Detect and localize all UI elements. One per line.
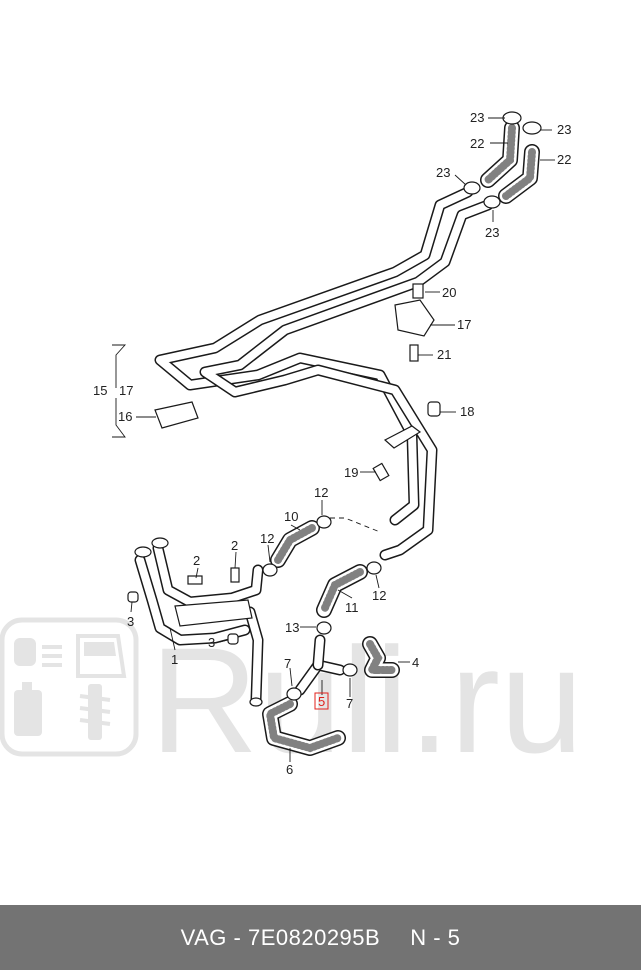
callout-22: 22	[470, 136, 484, 151]
callout-3: 3	[127, 614, 134, 629]
callout-18: 18	[460, 404, 474, 419]
car-door-icon	[76, 634, 127, 678]
callout-23: 23	[470, 110, 484, 125]
callout-22: 22	[557, 152, 571, 167]
callout-11: 11	[345, 600, 359, 615]
callout-23: 23	[485, 225, 499, 240]
callout-2: 2	[231, 538, 238, 553]
callout-15: 15	[93, 383, 107, 398]
callout-3: 3	[208, 635, 215, 650]
heater-pipe-assembly-1	[134, 537, 264, 707]
callout-labels: 23 23 22 22 23 23 20 17 21 15 17 16 18 1…	[93, 110, 571, 777]
hose-4	[362, 636, 400, 678]
callout-4: 4	[412, 655, 419, 670]
callout-10: 10	[284, 509, 298, 524]
hose-22-left	[480, 120, 520, 188]
callout-7: 7	[346, 696, 353, 711]
callout-21: 21	[437, 347, 451, 362]
hose-22-right	[498, 144, 540, 204]
callout-12: 12	[260, 531, 274, 546]
callout-20: 20	[442, 285, 456, 300]
oil-bottle-icon	[14, 682, 42, 736]
fasteners	[127, 283, 441, 645]
part-number-label: VAG - 7E0820295B	[180, 924, 381, 950]
pipe-bracket	[383, 425, 422, 449]
callout-12: 12	[372, 588, 386, 603]
callout-16: 16	[118, 409, 132, 424]
callout-19: 19	[344, 465, 358, 480]
callout-13: 13	[285, 620, 299, 635]
callout-5-highlighted: 5	[318, 694, 325, 709]
callout-17: 17	[119, 383, 133, 398]
hose-6	[262, 696, 346, 756]
highlight-box-5	[314, 692, 329, 710]
callout-1: 1	[171, 652, 178, 667]
guide-dash	[330, 517, 381, 533]
part-footer-bar: VAG - 7E0820295B N - 5	[0, 905, 641, 970]
coolant-pipe-17	[199, 199, 494, 561]
callout-12: 12	[314, 485, 328, 500]
pipe-clip-16	[154, 401, 199, 429]
callout-7: 7	[284, 656, 291, 671]
engine-icon	[14, 638, 62, 667]
hose-11	[316, 564, 368, 618]
coolant-pipe-15	[154, 186, 474, 526]
hose-clamps	[262, 111, 542, 701]
callout-2: 2	[193, 553, 200, 568]
holder-17	[394, 299, 435, 337]
callout-17: 17	[457, 317, 471, 332]
position-label: N - 5	[410, 924, 461, 950]
callout-23: 23	[436, 165, 450, 180]
shock-absorber-icon	[79, 684, 111, 740]
watermark-badge	[0, 617, 139, 757]
callout-6: 6	[286, 762, 293, 777]
parts-diagram: Ruli.ru	[0, 110, 583, 784]
t-piece-5	[294, 634, 346, 696]
callout-23: 23	[557, 122, 571, 137]
hose-10	[270, 520, 320, 568]
